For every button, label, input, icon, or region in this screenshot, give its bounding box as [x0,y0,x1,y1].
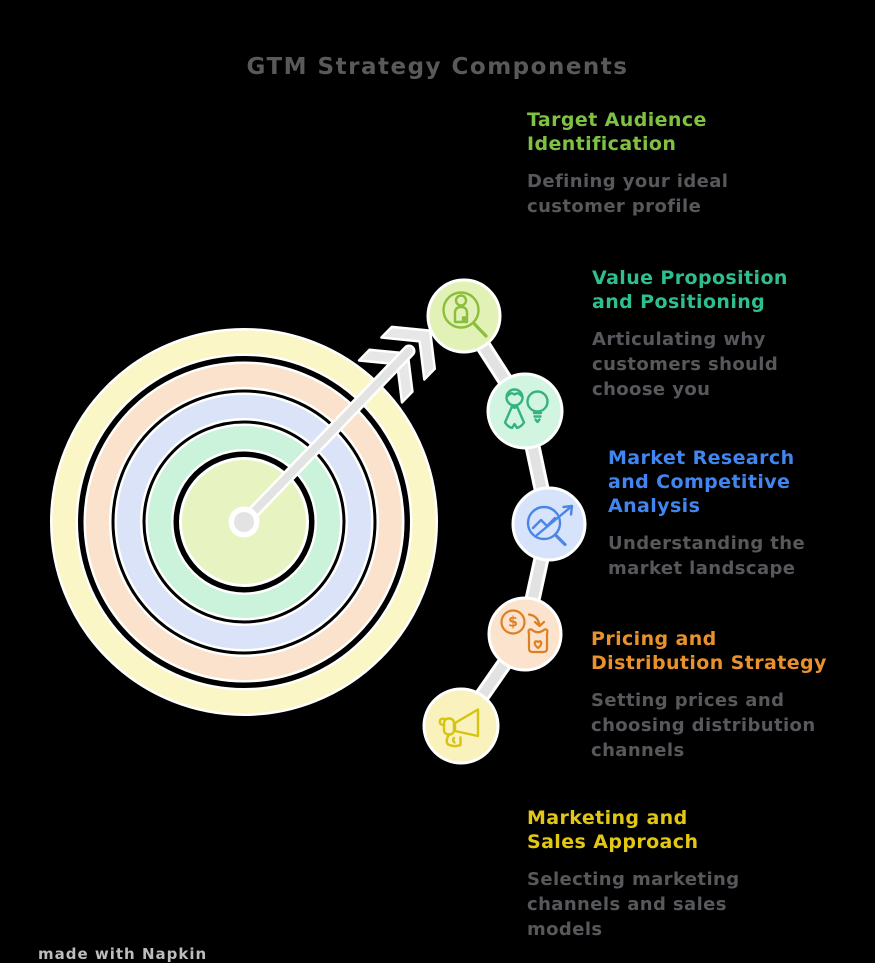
step-circle-marketing-sales [422,687,500,765]
watermark: made with Napkin [38,945,208,963]
step-heading-marketing-sales: Marketing and Sales Approach [527,807,699,853]
step-circle-pricing-distribution: $ [487,596,563,672]
step-heading-pricing-distribution: Pricing and Distribution Strategy [591,628,827,674]
target-illustration [50,328,438,716]
coin-and-bag-icon: $ [500,609,549,654]
step-block-pricing-distribution: Pricing and Distribution Strategy Settin… [591,627,827,763]
page-title: GTM Strategy Components [246,54,629,80]
step-description-value-proposition: Articulating why customers should choose… [592,329,779,400]
ring-yellow [52,330,436,714]
step-description-target-audience: Defining your ideal customer profile [527,171,729,217]
step-block-marketing-sales: Marketing and Sales Approach Selecting m… [527,806,740,942]
trend-magnifier-icon [526,504,574,547]
step-block-target-audience: Target Audience Identification Defining … [527,108,728,219]
step-description-marketing-sales: Selecting marketing channels and sales m… [527,869,740,940]
step-block-value-proposition: Value Proposition and Positioning Articu… [592,266,788,402]
megaphone-icon [438,708,480,748]
step-description-pricing-distribution: Setting prices and choosing distribution… [591,690,816,761]
step-description-market-research: Understanding the market landscape [608,533,806,579]
ring-peach [86,364,402,680]
ring-blue [117,395,371,649]
person-in-magnifier-icon [442,291,488,338]
arrow-shaft [240,347,413,526]
step-heading-value-proposition: Value Proposition and Positioning [592,267,788,313]
arrow-impact-point [234,512,254,532]
ring-mint [148,426,340,618]
step-circle-value-proposition [486,372,564,450]
step-heading-market-research: Market Research and Competitive Analysis [608,447,795,517]
arrow-illustration [228,325,437,538]
step-circle-market-research [511,486,587,562]
step-circle-target-audience [426,278,502,354]
customer-lightbulb-icon [503,388,549,430]
step-block-market-research: Market Research and Competitive Analysis… [608,446,805,581]
svg-text:$: $ [508,615,518,631]
step-heading-target-audience: Target Audience Identification [527,109,707,155]
